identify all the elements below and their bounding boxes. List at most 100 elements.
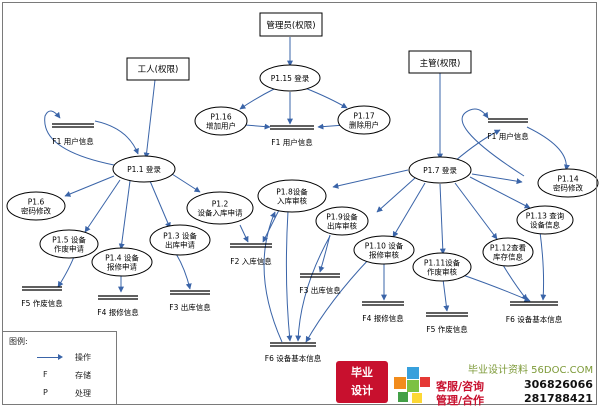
flow-p19-f6bottom [295,235,331,342]
svg-text:主管(权限): 主管(权限) [420,58,461,69]
watermark-guanli: 管理/合作 [436,394,485,407]
store-label: F6 设备基本信息 [265,353,322,363]
process-label: P1.11设备 [424,258,461,268]
store-f1-right: F1 用户信息 [487,118,529,141]
process-label: 设备信息 [530,220,560,230]
watermark-logo: 毕业 设计 [336,361,388,403]
watermark-kefu: 客服/咨询 [436,380,485,393]
flow-f1left-p11 [94,120,139,155]
process-label: 报修申请 [107,262,137,272]
legend-label: 操作 [75,353,91,362]
store-label: F4 报修信息 [362,313,404,323]
store-f4-left: F4 报修信息 [97,295,139,317]
flow-p114-f1right [461,108,525,177]
logo-line: 设计 [351,384,373,397]
flow-f1right-p114 [526,126,570,171]
store-label: F1 用户信息 [52,136,94,146]
logo-line: 毕业 [351,366,373,379]
legend-arrow-icon [37,354,63,360]
process-label: P1.10 设备 [365,241,404,251]
process-label: P1.8设备 [276,187,308,197]
store-f3-mid: F3 出库信息 [299,273,341,295]
svg-text:管理员(权限): 管理员(权限) [266,20,315,31]
store-label: F3 出库信息 [169,302,211,312]
flow-worker-p11 [143,79,156,159]
store-f5-mid: F5 作废信息 [426,312,468,334]
process-label: P1.1 登录 [127,164,161,174]
legend-label: 处理 [75,389,91,398]
legend-row-operation: 操作 [3,352,118,364]
process-label: 出库申请 [165,240,195,250]
process-label: 作废审核 [427,267,457,277]
flow-p111-f5mid [442,278,450,312]
flow-p17-p110 [392,182,426,238]
flow-p13-f3left [174,251,192,290]
flow-p17-p114 [471,173,523,185]
flow-p12-f2 [239,224,249,243]
process-p115: P1.15 登录 [259,64,321,92]
store-f3-left: F3 出库信息 [169,290,211,312]
store-label: F5 作废信息 [21,298,63,308]
flow-f6bottom-p18 [263,211,283,343]
process-label: 删除用户 [349,120,379,130]
flow-p110-f6bottom [305,257,371,343]
flow-p18-f2 [262,209,280,243]
process-label: P1.13 查询 [526,211,565,221]
store-label: F6 设备基本信息 [506,314,563,324]
store-label: F5 作废信息 [426,324,468,334]
store-f1-top: F1 用户信息 [270,125,314,147]
watermark-banner: 毕业 设计 毕业设计资料 56DOC.COM 客服/咨询 管理/合作 30682… [336,361,598,407]
watermark-qq2: 281788421 [524,392,593,405]
flow-p17-p18 [332,169,409,189]
legend-symbol: F [43,370,48,379]
store-f6-right: F6 设备基本信息 [506,301,563,324]
flow-p113-f6right [539,231,547,301]
flow-p17-p111 [439,183,446,255]
process-label: P1.16 [210,113,231,122]
flow-p115-p116 [239,87,277,110]
process-label: P1.17 [353,112,374,121]
flow-p17-p113 [469,176,531,209]
flow-p111-f6right [459,273,531,302]
process-label: P1.6 [28,198,45,207]
role-admin: 管理员(权限) [259,12,323,37]
process-label: 增加用户 [206,121,236,131]
process-label: 密码修改 [21,206,51,216]
process-label: 密码修改 [553,183,583,193]
legend-row-store: F 存储 [3,370,118,382]
process-label: 入库审核 [277,196,307,206]
flow-p11-p12 [171,173,201,193]
process-label: 作废申请 [54,244,84,254]
flow-p112-f6right [502,264,528,301]
flow-p116-f1top [244,123,271,130]
legend-label: 存储 [75,371,91,380]
legend-row-process: P 处理 [3,388,118,400]
store-label: F3 出库信息 [299,285,341,295]
store-label: F1 用户信息 [271,137,313,147]
svg-text:工人(权限): 工人(权限) [138,64,179,75]
process-label: P1.4 设备 [105,253,139,263]
flow-p115-p117 [304,87,348,109]
store-f5-left: F5 作废信息 [21,286,63,308]
flow-p11-p13 [149,180,171,229]
store-f2: F2 入库信息 [230,243,272,266]
flow-p11-p15 [84,179,121,233]
watermark-site: 毕业设计资料 56DOC.COM [468,365,594,376]
store-f6-bottom: F6 设备基本信息 [265,342,322,363]
process-label: P1.7 登录 [423,165,457,175]
legend-symbol: P [43,388,48,397]
store-f4-mid: F4 报修信息 [362,301,404,323]
store-label: F4 报修信息 [97,307,139,317]
